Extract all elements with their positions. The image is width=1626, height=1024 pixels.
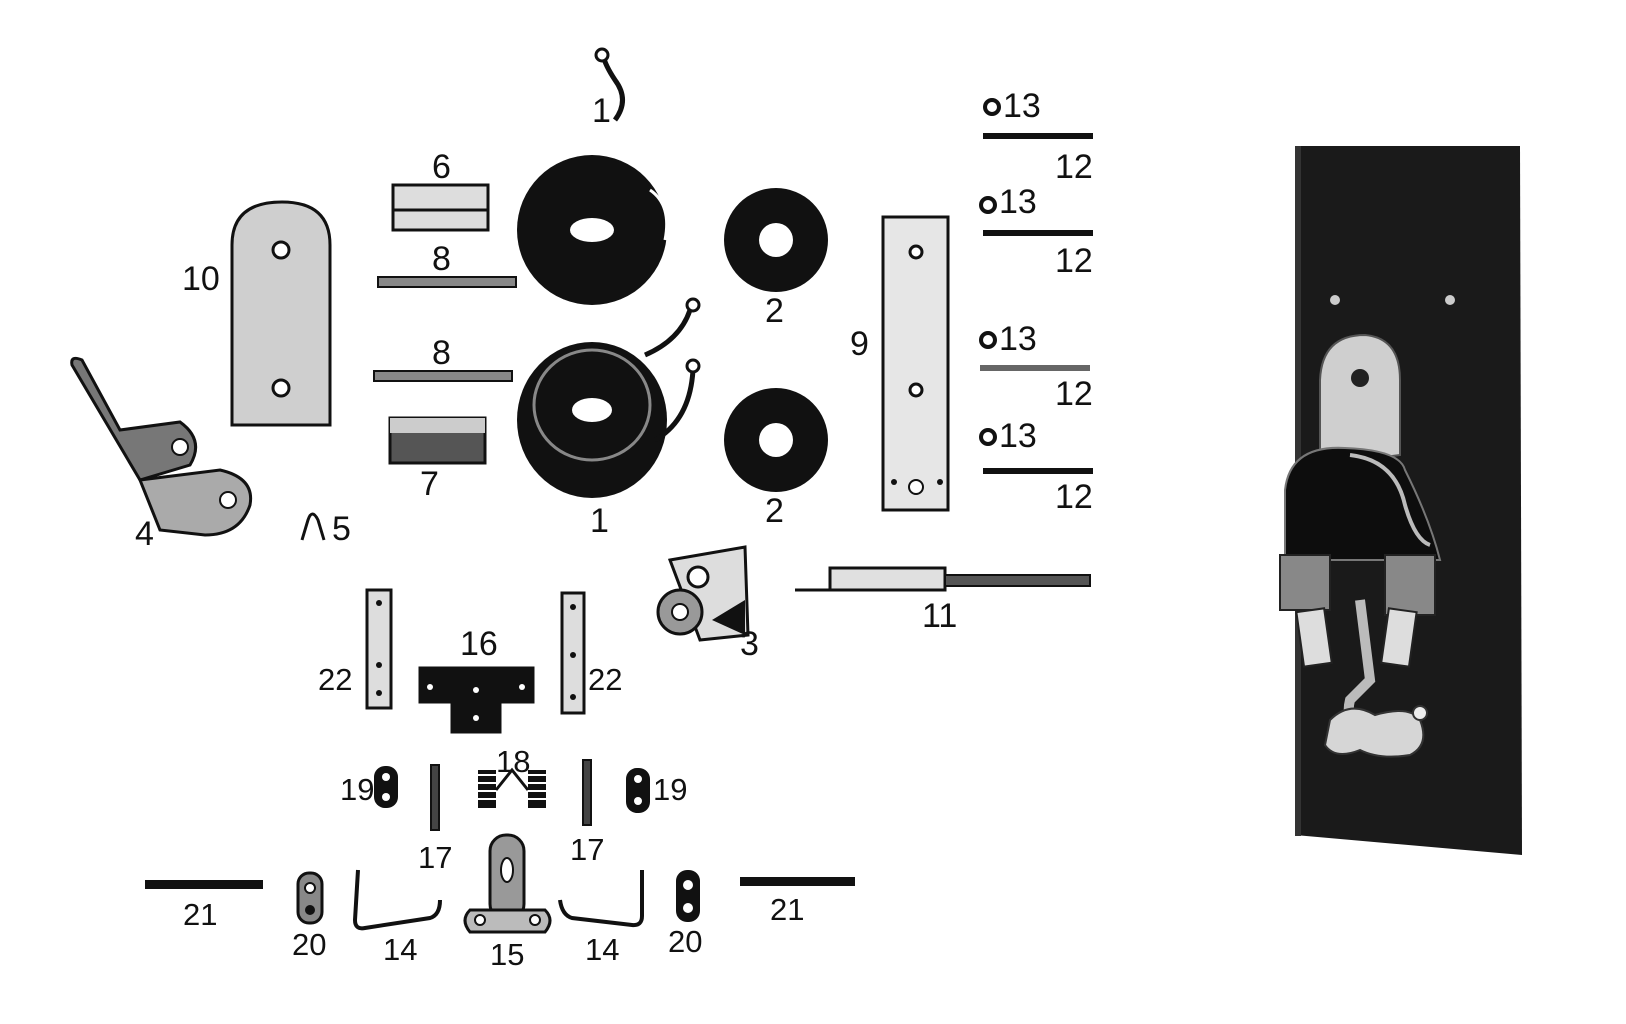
label-13-b: 13 (999, 183, 1037, 221)
label-22-right: 22 (588, 662, 622, 697)
label-11: 11 (922, 597, 957, 635)
nut-13-b (979, 196, 997, 214)
plate-10 (230, 200, 332, 427)
washer-upper (724, 188, 828, 292)
label-19-left: 19 (340, 772, 374, 807)
assembled-unit-photo (1279, 146, 1522, 855)
label-9: 9 (850, 325, 869, 363)
screw-12-a (983, 133, 1093, 139)
label-16: 16 (460, 625, 498, 663)
screw-12-c (980, 365, 1090, 371)
rod-21-right (740, 877, 855, 886)
label-6: 6 (432, 148, 451, 186)
label-22-left: 22 (318, 662, 352, 697)
label-18: 18 (496, 744, 530, 779)
t-plate-16 (418, 666, 535, 734)
strip-22-right (560, 591, 586, 715)
lever-rod-11 (795, 566, 1091, 592)
rod-21-left (145, 880, 263, 889)
rod-8-upper (377, 276, 517, 288)
label-20-right: 20 (668, 924, 702, 959)
label-8-bottom: 8 (432, 334, 451, 372)
springs-18 (478, 767, 546, 808)
label-2-bottom: 2 (765, 492, 784, 530)
label-17-left: 17 (418, 840, 452, 875)
label-12-c: 12 (1055, 375, 1093, 413)
label-7: 7 (420, 465, 439, 503)
label-20-left: 20 (292, 927, 326, 962)
contact-arm-15 (463, 833, 552, 934)
eyelet-19-right (626, 768, 650, 813)
label-10: 10 (182, 260, 220, 298)
strip-22-left (365, 588, 393, 710)
nut-13-c (979, 331, 997, 349)
hook-14-right (558, 870, 644, 928)
nut-13-d (979, 428, 997, 446)
label-12-a: 12 (1055, 148, 1093, 186)
coil-lower (517, 297, 701, 498)
label-2-top: 2 (765, 292, 784, 330)
label-21-left: 21 (183, 897, 217, 932)
label-13-a: 13 (1003, 87, 1041, 125)
label-17-right: 17 (570, 832, 604, 867)
washer-lower (724, 388, 828, 492)
eyelet-20-right (676, 870, 700, 922)
coil-upper (517, 47, 669, 305)
label-21-right: 21 (770, 892, 804, 927)
label-14-right: 14 (585, 932, 619, 967)
rod-8-lower (373, 370, 513, 382)
label-4: 4 (135, 515, 154, 553)
nut-13-a (983, 98, 1001, 116)
pivot-block-3 (656, 545, 750, 642)
label-14-left: 14 (383, 932, 417, 967)
sleeve-6 (391, 183, 490, 232)
label-8-top: 8 (432, 240, 451, 278)
pin-17-left (430, 764, 440, 831)
screw-12-d (983, 468, 1093, 474)
pin-17-right (582, 759, 592, 826)
label-1-top: 1 (592, 92, 611, 130)
label-3: 3 (740, 625, 759, 663)
terminal-strip-9 (881, 215, 950, 512)
label-12-b: 12 (1055, 242, 1093, 280)
label-1-bottom: 1 (590, 502, 609, 540)
screw-12-b (983, 230, 1093, 236)
label-15: 15 (490, 937, 524, 972)
bracket-4 (70, 356, 253, 537)
eyelet-19-left (374, 766, 398, 808)
label-13-c: 13 (999, 320, 1037, 358)
label-19-right: 19 (653, 772, 687, 807)
label-5: 5 (332, 510, 351, 548)
label-13-d: 13 (999, 417, 1037, 455)
eyelet-20-left (296, 871, 324, 925)
sleeve-7 (388, 416, 487, 465)
label-12-d: 12 (1055, 478, 1093, 516)
screw-rows (979, 98, 1093, 474)
hook-14-left (352, 869, 442, 931)
clip-5 (300, 512, 326, 541)
